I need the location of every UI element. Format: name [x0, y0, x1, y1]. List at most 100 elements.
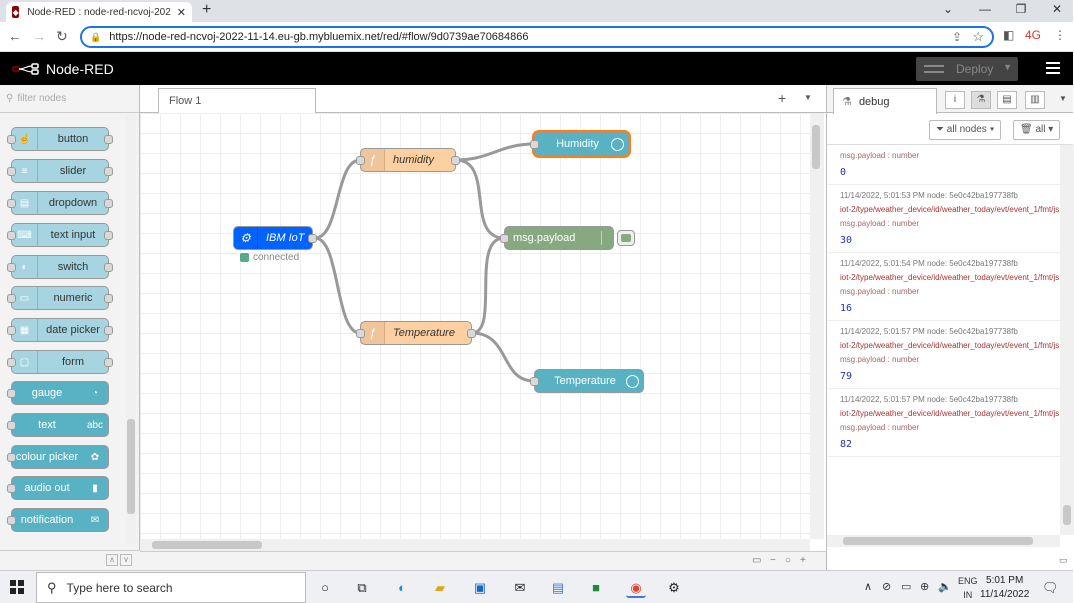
deploy-dropdown-icon[interactable]: ▼	[1003, 62, 1012, 72]
navigator-icon[interactable]: ▭	[752, 555, 762, 566]
palette-node-button[interactable]: ☝button	[7, 127, 113, 151]
debug-message[interactable]: 11/14/2022, 5:01:53 PM node: 5e0c42ba197…	[827, 185, 1060, 253]
palette-node-switch[interactable]: ◐switch	[7, 255, 113, 279]
meet-now-icon[interactable]: ⊕	[920, 581, 930, 593]
restore-button[interactable]: ❐	[1015, 2, 1027, 16]
filter-nodes-button[interactable]: ⏷ all nodes ▾	[929, 120, 1002, 140]
palette-node-numeric[interactable]: ▭numeric	[7, 286, 113, 310]
help-tab-icon[interactable]: ▤	[997, 91, 1017, 109]
vertical-scroll-thumb[interactable]	[812, 125, 820, 169]
tab-debug[interactable]: ⚗ debug	[833, 88, 937, 114]
info-tab-icon[interactable]: i	[945, 91, 965, 109]
debug-scrollbar[interactable]	[1060, 145, 1074, 535]
mail-icon[interactable]: ✉	[514, 580, 526, 595]
cortana-icon[interactable]: ○	[321, 580, 329, 595]
share-icon[interactable]: ⇪	[951, 30, 962, 44]
debug-message-value[interactable]: 82	[840, 439, 853, 450]
deploy-button[interactable]: Deploy ▼	[916, 57, 1018, 81]
input-port[interactable]	[500, 234, 509, 243]
forward-icon[interactable]: →	[32, 28, 46, 44]
file-explorer-icon[interactable]: ▰	[435, 580, 445, 595]
profile-badge[interactable]: 4G	[1025, 28, 1042, 42]
palette-node-form[interactable]: ▢form	[7, 350, 113, 374]
canvas-vertical-scrollbar[interactable]	[810, 113, 824, 539]
input-port[interactable]	[530, 140, 539, 149]
debug-toggle-button[interactable]	[617, 230, 635, 246]
flow-canvas[interactable]: ⚙ IBM IoT connected ƒ humidity ƒ Tempera…	[140, 113, 810, 539]
url-field[interactable]: 🔒 https://node-red-ncvoj-2022-11-14.eu-g…	[80, 26, 994, 48]
settings-gear-icon[interactable]: ⚙	[668, 580, 680, 595]
dashboard-tab-icon[interactable]: ▥	[1025, 91, 1045, 109]
debug-message-value[interactable]: 0	[840, 167, 847, 178]
palette-node-date-picker[interactable]: ▦date picker	[7, 318, 113, 342]
ibm-iot-node[interactable]: ⚙ IBM IoT	[233, 226, 317, 250]
taskbar-clock[interactable]: 5:01 PM 11/14/2022	[980, 574, 1029, 602]
debug-message[interactable]: 11/14/2022, 5:01:57 PM node: 5e0c42ba197…	[827, 321, 1060, 389]
new-tab-button[interactable]: +	[202, 1, 212, 18]
zoom-out-button[interactable]: −	[770, 555, 776, 566]
debug-scroll-thumb[interactable]	[1063, 505, 1071, 525]
zoom-reset-button[interactable]: ○	[785, 555, 792, 566]
palette-node-gauge[interactable]: gauge◔	[7, 381, 109, 405]
taskbar-search-box[interactable]: ⚲ Type here to search	[36, 572, 306, 603]
input-port[interactable]	[356, 329, 365, 338]
app-icon[interactable]: ▤	[551, 580, 565, 595]
lock-icon[interactable]: 🔒	[90, 31, 102, 42]
sidebar-dropdown-icon[interactable]: ▼	[1059, 94, 1067, 103]
bookmark-star-icon[interactable]: ☆	[972, 29, 984, 44]
back-icon[interactable]: ←	[8, 28, 22, 44]
debug-message-value[interactable]: 30	[840, 235, 853, 246]
task-view-icon[interactable]: ⧉	[357, 580, 367, 595]
input-port[interactable]	[356, 156, 365, 165]
notifications-icon[interactable]: 🗨	[1042, 580, 1059, 595]
debug-tab-icon[interactable]: ⚗	[971, 91, 991, 109]
sidebar-collapse-icon[interactable]: ▭	[1059, 555, 1068, 565]
store-icon[interactable]: ▣	[473, 580, 487, 595]
close-tab-icon[interactable]: ✕	[176, 6, 186, 19]
input-port[interactable]	[530, 377, 539, 386]
collapse-down-icon[interactable]: ∨	[120, 554, 132, 566]
temperature-function-node[interactable]: ƒ Temperature	[356, 321, 476, 345]
tab-flow-1[interactable]: Flow 1	[158, 88, 316, 114]
pycharm-icon[interactable]: ■	[592, 580, 600, 595]
debug-node[interactable]: msg.payload	[500, 226, 635, 250]
zoom-in-button[interactable]: +	[800, 555, 806, 566]
horizontal-scroll-thumb[interactable]	[152, 541, 262, 549]
humidity-function-node[interactable]: ƒ humidity	[356, 148, 460, 172]
temperature-gauge-node[interactable]: Temperature	[530, 369, 644, 393]
network-icon[interactable]: ⊘	[882, 581, 892, 593]
canvas-horizontal-scrollbar[interactable]	[140, 539, 810, 551]
sidepanel-icon[interactable]: ◧	[1003, 28, 1015, 42]
debug-horizontal-scrollbar[interactable]	[827, 535, 1060, 547]
output-port[interactable]	[308, 234, 317, 243]
close-window-button[interactable]: ✕	[1051, 2, 1063, 16]
tray-chevron-icon[interactable]: ∧	[864, 581, 873, 593]
debug-message-value[interactable]: 79	[840, 371, 853, 382]
humidity-gauge-node[interactable]: Humidity	[530, 132, 629, 156]
debug-message[interactable]: 11/14/2022, 5:01:54 PM node: 5e0c42ba197…	[827, 253, 1060, 321]
browser-tab[interactable]: ◆ Node-RED : node-red-ncvoj-202 ✕	[6, 2, 192, 22]
debug-hscroll-thumb[interactable]	[843, 537, 1033, 545]
palette-filter-input[interactable]: ⚲ filter nodes	[0, 85, 139, 113]
windows-start-icon[interactable]	[10, 580, 24, 594]
palette-node-dropdown[interactable]: ▤dropdown	[7, 191, 113, 215]
palette-scroll-thumb[interactable]	[127, 419, 135, 514]
chrome-icon[interactable]: ◉	[626, 578, 646, 598]
volume-icon[interactable]: 🔈	[938, 581, 952, 593]
main-menu-icon[interactable]	[1046, 62, 1060, 74]
clear-messages-button[interactable]: 🗑 all ▾	[1013, 120, 1061, 140]
debug-message-value[interactable]: 16	[840, 303, 853, 314]
palette-node-text-input[interactable]: ⌨text input	[7, 223, 113, 247]
output-port[interactable]	[451, 156, 460, 165]
debug-message[interactable]: 11/14/2022, 5:01:57 PM node: 5e0c42ba197…	[827, 389, 1060, 457]
collapse-up-icon[interactable]: ∧	[106, 554, 118, 566]
tab-search-icon[interactable]: ⌄	[942, 2, 954, 16]
palette-node-audio-out[interactable]: audio out▮	[7, 476, 109, 500]
edge-icon[interactable]: ◐	[398, 580, 406, 595]
palette-node-colour-picker[interactable]: colour picker✿	[7, 445, 109, 469]
palette-node-notification[interactable]: notification✉	[7, 508, 109, 532]
output-port[interactable]	[467, 329, 476, 338]
palette-node-slider[interactable]: ≡slider	[7, 159, 113, 183]
